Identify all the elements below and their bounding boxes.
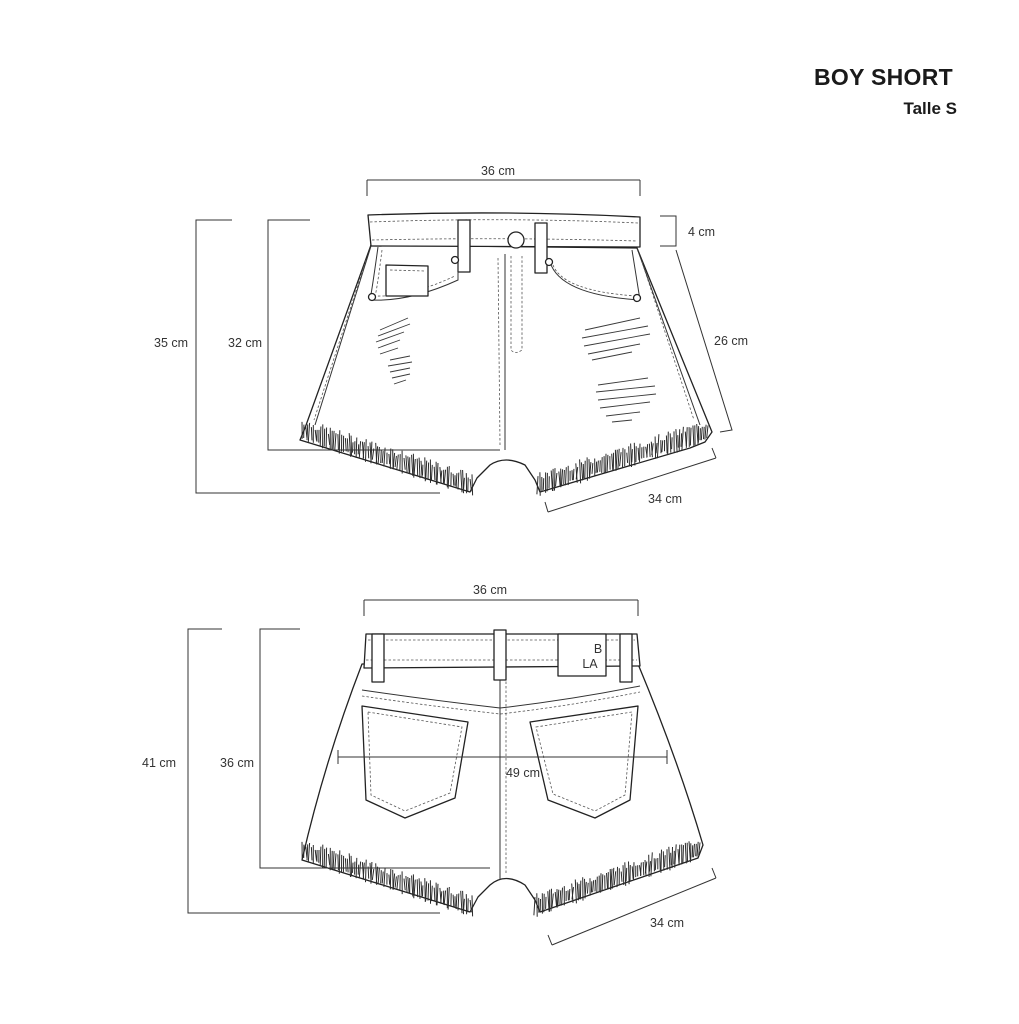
back-hip-width: 49 cm bbox=[506, 766, 540, 780]
front-hem-width: 34 cm bbox=[648, 492, 682, 506]
brand-label bbox=[557, 633, 607, 677]
brand-label-line1: B bbox=[594, 642, 602, 656]
front-fringe-hem bbox=[301, 421, 709, 496]
back-fringe-hem bbox=[301, 841, 701, 917]
product-title: BOY SHORT bbox=[813, 64, 953, 90]
front-dimensions: 36 cm 4 cm 35 cm 32 cm 26 cm 34 cm bbox=[154, 164, 748, 513]
back-shorts-outline bbox=[301, 663, 704, 913]
size-label: Talle S bbox=[903, 99, 957, 118]
back-waist-width: 36 cm bbox=[473, 583, 507, 597]
front-view bbox=[299, 212, 713, 496]
front-belt-loop-right bbox=[534, 222, 548, 274]
front-button bbox=[507, 231, 525, 249]
back-belt-loop-left bbox=[371, 633, 385, 683]
front-waistband-height: 4 cm bbox=[688, 225, 715, 239]
back-belt-loop-right bbox=[619, 633, 633, 683]
front-side-length: 26 cm bbox=[714, 334, 748, 348]
back-view: B LA bbox=[301, 629, 704, 917]
front-belt-loop-left bbox=[457, 219, 471, 273]
front-total-length: 35 cm bbox=[154, 336, 188, 350]
back-pocket-right bbox=[529, 705, 639, 819]
back-total-length: 41 cm bbox=[142, 756, 176, 770]
brand-label-line2: LA bbox=[582, 657, 598, 671]
front-distress-marks bbox=[375, 317, 657, 423]
front-waistband bbox=[367, 212, 641, 248]
front-waist-width: 36 cm bbox=[481, 164, 515, 178]
back-dimensions: 36 cm 41 cm 36 cm 49 cm 34 cm bbox=[142, 583, 717, 946]
front-inner-length: 32 cm bbox=[228, 336, 262, 350]
back-pocket-left bbox=[361, 705, 469, 819]
back-belt-loop-center bbox=[493, 629, 507, 681]
back-hem-width: 34 cm bbox=[650, 916, 684, 930]
back-inner-length: 36 cm bbox=[220, 756, 254, 770]
front-shorts-outline bbox=[299, 244, 713, 493]
